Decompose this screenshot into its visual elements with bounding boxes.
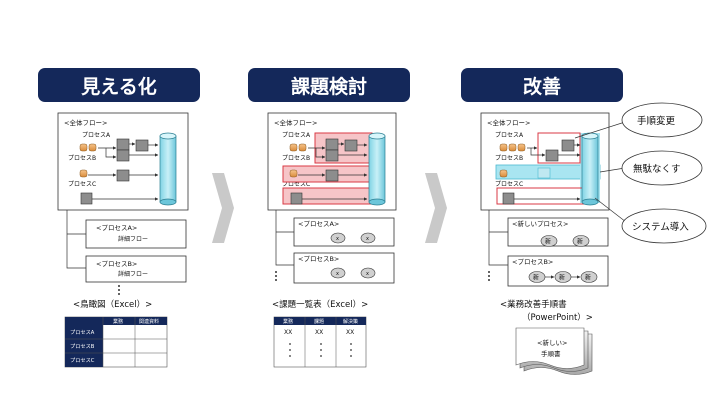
output-label-line1: <業務改善手順書 bbox=[500, 299, 567, 310]
column-visualize: <全体フロー> プロセスA プロセスB プロセスC bbox=[57, 112, 189, 368]
process-a-label: プロセスA bbox=[82, 132, 111, 139]
svg-text:新: 新 bbox=[559, 274, 565, 282]
callout-system-introduction: システム導入 bbox=[594, 197, 707, 244]
detail-a-title: <新しいプロセス> bbox=[512, 219, 568, 228]
svg-text:x: x bbox=[366, 236, 369, 242]
flow-label: <全体フロー> bbox=[274, 118, 317, 127]
detail-a-text: 詳細フロー bbox=[118, 235, 148, 243]
detail-b-title: <プロセスB> bbox=[298, 255, 339, 263]
svg-text:x: x bbox=[336, 236, 339, 242]
svg-text:手順変更: 手順変更 bbox=[637, 115, 676, 127]
detail-b-title: <プロセスB> bbox=[96, 260, 137, 268]
header-issue-review: 課題検討 bbox=[248, 68, 410, 102]
header-visualize: 見える化 bbox=[38, 68, 200, 102]
svg-text:新: 新 bbox=[577, 238, 583, 246]
th-solution: 解決策 bbox=[343, 318, 358, 325]
next-step-arrow-1 bbox=[212, 173, 234, 243]
detail-a-title: <プロセスA> bbox=[96, 224, 137, 232]
detail-b-text: 詳細フロー bbox=[118, 270, 148, 278]
svg-text:新: 新 bbox=[533, 274, 539, 282]
birdseye-table: 業務 関連資料 プロセスA プロセスB プロセスC bbox=[64, 316, 168, 368]
th-docs: 関連資料 bbox=[139, 318, 159, 325]
next-step-arrow-2 bbox=[425, 173, 447, 243]
issue-table: 業務 課題 解決策 XX XX XX bbox=[273, 316, 367, 368]
row-b: プロセスB bbox=[70, 343, 95, 350]
cell-2: XX bbox=[315, 329, 323, 336]
cell-1: XX bbox=[284, 329, 292, 336]
callout-eliminate-waste: 無駄なくす bbox=[599, 150, 703, 186]
cell-3: XX bbox=[346, 329, 354, 336]
output-label: <課題一覧表（Excel）> bbox=[272, 299, 368, 310]
row-c: プロセスC bbox=[70, 357, 95, 364]
flow-label: <全体フロー> bbox=[64, 118, 107, 127]
process-b-label: プロセスB bbox=[495, 155, 523, 162]
svg-text:x: x bbox=[366, 271, 369, 277]
row-a: プロセスA bbox=[70, 329, 95, 336]
svg-text:無駄なくす: 無駄なくす bbox=[633, 163, 681, 175]
svg-text:新: 新 bbox=[545, 238, 551, 246]
process-b-label: プロセスB bbox=[68, 155, 96, 162]
process-a-label: プロセスA bbox=[495, 132, 524, 139]
th-work: 業務 bbox=[113, 318, 123, 325]
svg-text:x: x bbox=[336, 271, 339, 277]
svg-text:システム導入: システム導入 bbox=[632, 221, 689, 233]
svg-text:<新しい>: <新しい> bbox=[537, 338, 567, 347]
column-issue-review: <全体フロー> プロセスA プロセスB プロセスC bbox=[267, 112, 397, 368]
svg-text:新: 新 bbox=[585, 274, 591, 282]
detail-b-title: <プロセスB> bbox=[512, 258, 553, 266]
detail-a-title: <プロセスA> bbox=[298, 220, 339, 228]
process-c-label: プロセスC bbox=[68, 181, 96, 188]
th-issue: 課題 bbox=[314, 318, 324, 325]
svg-text:手順書: 手順書 bbox=[541, 349, 561, 358]
header-improvement: 改善 bbox=[461, 68, 623, 102]
process-c-label: プロセスC bbox=[495, 181, 523, 188]
th-work: 業務 bbox=[283, 318, 293, 325]
output-label-line2: （PowerPoint）> bbox=[522, 312, 593, 323]
callout-procedure-change: 手順変更 bbox=[574, 102, 703, 139]
column-improvement: <全体フロー> プロセスA プロセスB プロセスC bbox=[480, 102, 707, 375]
output-label: <鳥瞰図（Excel）> bbox=[73, 299, 152, 310]
process-a-label: プロセスA bbox=[282, 132, 311, 139]
flow-label: <全体フロー> bbox=[487, 118, 530, 127]
process-b-label: プロセスB bbox=[282, 155, 310, 162]
process-c-label: プロセスC bbox=[282, 181, 310, 188]
procedure-document-icon: <新しい> 手順書 bbox=[515, 327, 593, 375]
